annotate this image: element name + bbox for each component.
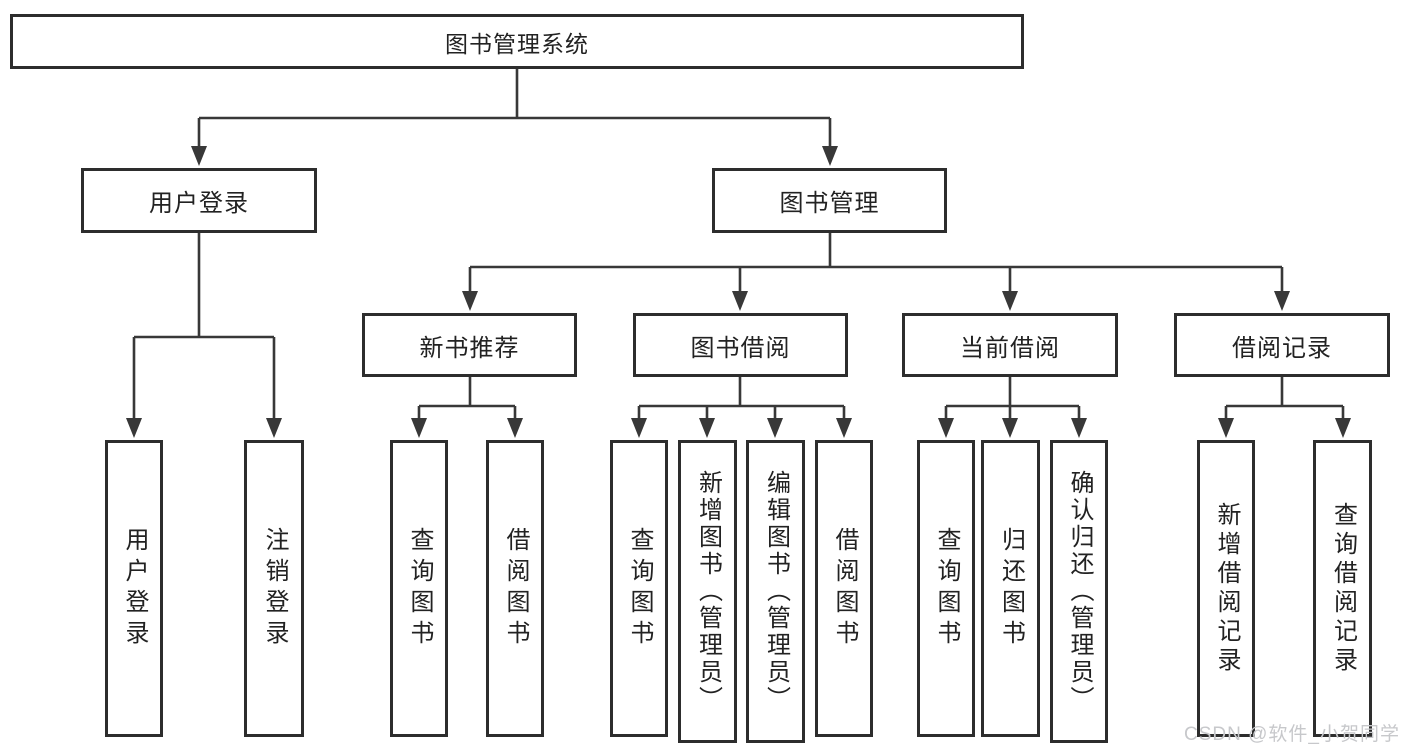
arrowhead-cb-query <box>938 418 954 438</box>
node-current-borrowing-label: 当前借阅 <box>960 334 1060 362</box>
leaf-borrowing-borrow-books: 借阅图书 <box>815 440 873 737</box>
leaf-return-books-label: 归还图书 <box>997 526 1025 651</box>
arrowhead-br-query <box>1335 418 1351 438</box>
node-book-borrowing: 图书借阅 <box>633 313 848 377</box>
arrowhead-bb-add <box>699 418 715 438</box>
root-node-label: 图书管理系统 <box>445 30 589 57</box>
leaf-add-books-admin-label: 新增图书（管理员） <box>694 470 722 713</box>
arrowhead-book-management <box>822 146 838 166</box>
connector-root-to-level2 <box>197 69 832 147</box>
leaf-user-login: 用户登录 <box>105 440 163 737</box>
connector-new-book-recommend-branch <box>417 377 517 419</box>
node-user-login: 用户登录 <box>81 168 317 233</box>
arrowhead-borrowing-records <box>1274 291 1290 311</box>
connector-user-login-branch <box>132 233 276 419</box>
leaf-borrowing-query-books: 查询图书 <box>610 440 668 737</box>
connector-book-borrowing-branch <box>637 377 846 419</box>
arrowhead-cb-return <box>1002 418 1018 438</box>
leaf-add-borrow-record: 新增借阅记录 <box>1197 440 1255 737</box>
arrowhead-new-book-recommend <box>462 291 478 311</box>
arrowhead-bb-edit <box>767 418 783 438</box>
arrowhead-rec-borrow <box>507 418 523 438</box>
leaf-borrowing-borrow-books-label: 借阅图书 <box>831 526 858 651</box>
leaf-recommend-borrow-books-label: 借阅图书 <box>502 526 529 651</box>
leaf-current-query-books: 查询图书 <box>917 440 975 737</box>
node-current-borrowing: 当前借阅 <box>902 313 1118 377</box>
leaf-logout-label: 注销登录 <box>261 526 288 651</box>
leaf-edit-books-admin: 编辑图书（管理员） <box>746 440 805 743</box>
node-new-book-recommend: 新书推荐 <box>362 313 577 377</box>
leaf-query-borrow-record-label: 查询借阅记录 <box>1329 501 1357 676</box>
leaf-recommend-query-books: 查询图书 <box>390 440 448 737</box>
node-borrowing-records: 借阅记录 <box>1174 313 1390 377</box>
root-node: 图书管理系统 <box>10 14 1024 69</box>
leaf-borrowing-query-books-label: 查询图书 <box>626 526 653 651</box>
node-user-login-label: 用户登录 <box>149 190 249 217</box>
arrowhead-leaf-logout <box>266 418 282 438</box>
leaf-logout: 注销登录 <box>244 440 304 737</box>
arrowhead-cb-confirm <box>1071 418 1087 438</box>
leaf-user-login-label: 用户登录 <box>121 526 148 651</box>
leaf-query-borrow-record: 查询借阅记录 <box>1313 440 1372 737</box>
arrowhead-rec-query <box>411 418 427 438</box>
arrowhead-br-add <box>1218 418 1234 438</box>
node-borrowing-records-label: 借阅记录 <box>1232 334 1332 362</box>
leaf-confirm-return-admin-label: 确认归还（管理员） <box>1066 470 1093 713</box>
arrowhead-book-borrowing <box>732 291 748 311</box>
arrowhead-bb-query <box>631 418 647 438</box>
leaf-recommend-borrow-books: 借阅图书 <box>486 440 544 737</box>
leaf-recommend-query-books-label: 查询图书 <box>406 526 433 651</box>
arrowhead-current-borrowing <box>1002 291 1018 311</box>
leaf-add-books-admin: 新增图书（管理员） <box>678 440 737 743</box>
node-book-borrowing-label: 图书借阅 <box>690 334 791 362</box>
arrowhead-leaf-login <box>126 418 142 438</box>
arrowhead-user-login <box>191 146 207 166</box>
leaf-edit-books-admin-label: 编辑图书（管理员） <box>762 470 790 713</box>
leaf-current-query-books-label: 查询图书 <box>933 526 960 651</box>
leaf-add-borrow-record-label: 新增借阅记录 <box>1213 501 1240 676</box>
leaf-confirm-return-admin: 确认归还（管理员） <box>1050 440 1108 743</box>
connector-borrowing-records-branch <box>1224 377 1345 419</box>
node-book-management-label: 图书管理 <box>779 190 880 217</box>
connector-book-management-branch <box>468 233 1284 292</box>
node-new-book-recommend-label: 新书推荐 <box>419 334 520 362</box>
connector-current-borrowing-branch <box>944 377 1081 419</box>
csdn-watermark: CSDN @软件_小贺同学 <box>1184 724 1400 745</box>
node-book-management: 图书管理 <box>712 168 947 233</box>
arrowhead-bb-borrow <box>836 418 852 438</box>
leaf-return-books: 归还图书 <box>981 440 1040 737</box>
